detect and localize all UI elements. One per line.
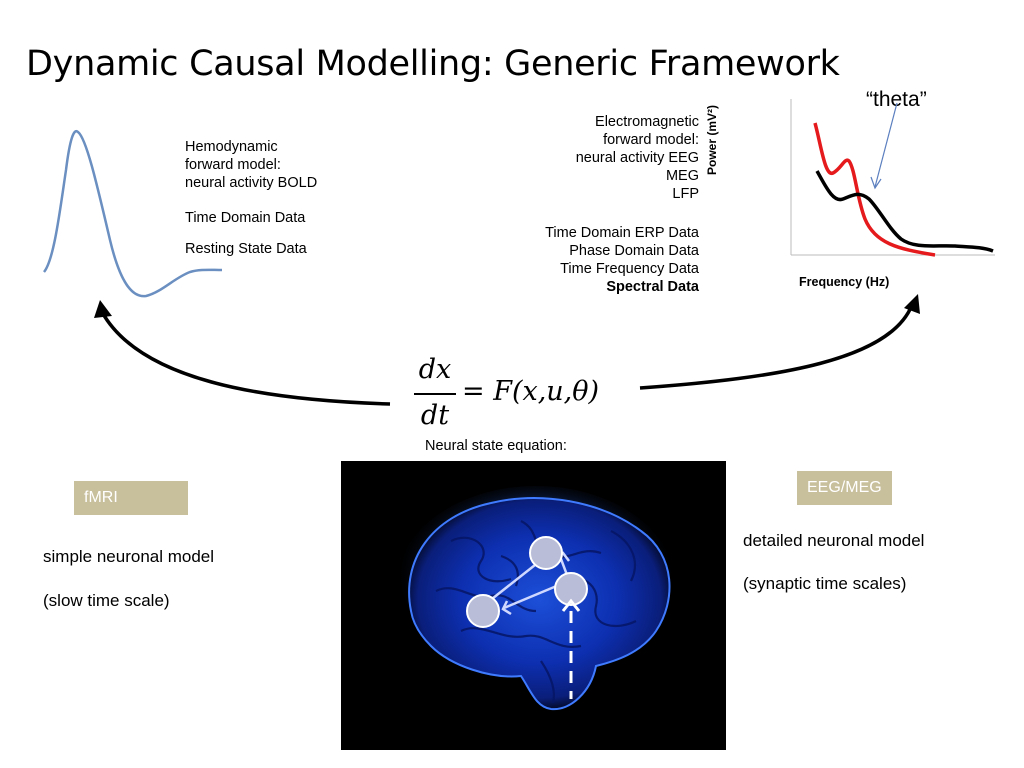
fmri-description-2: (slow time scale) xyxy=(43,591,170,610)
equation-fraction-bar xyxy=(414,393,456,395)
theta-arrowhead xyxy=(870,176,882,190)
spectrum-series-red xyxy=(813,122,936,257)
spectrum-xlabel: Frequency (Hz) xyxy=(799,275,890,289)
eeg-label-box: EEG/MEG xyxy=(797,471,892,505)
brain-network-icon xyxy=(341,461,726,750)
fmri-line-1: Hemodynamic xyxy=(185,139,278,155)
left-curved-arrow xyxy=(100,311,391,406)
eeg-line-3: neural activity EEG xyxy=(575,150,699,166)
network-node-right xyxy=(554,572,588,606)
fmri-data-type-1: Time Domain Data xyxy=(185,210,306,226)
fmri-data-type-2: Resting State Data xyxy=(185,241,307,257)
right-arrowhead xyxy=(904,294,920,314)
page-title: Dynamic Causal Modelling: Generic Framew… xyxy=(26,44,840,84)
spectrum-plot xyxy=(790,99,995,257)
eeg-description-2: (synaptic time scales) xyxy=(743,574,907,593)
eeg-line-2: forward model: xyxy=(603,132,699,148)
network-node-left xyxy=(466,594,500,628)
eeg-line-1: Electromagnetic xyxy=(595,114,699,130)
eeg-data-type-2: Phase Domain Data xyxy=(569,243,699,259)
fmri-line-2: forward model: xyxy=(185,157,281,173)
equation-numerator: dx xyxy=(418,354,452,385)
eeg-data-types: Time Domain ERP Data Phase Domain Data T… xyxy=(460,224,699,296)
eeg-description-1: detailed neuronal model xyxy=(743,531,925,550)
eeg-line-5: LFP xyxy=(672,186,699,202)
network-node-top xyxy=(529,536,563,570)
eeg-data-type-3: Time Frequency Data xyxy=(560,261,699,277)
equation-rhs: = F(x,u,θ) xyxy=(462,376,600,407)
fmri-line-3: neural activity BOLD xyxy=(185,175,318,191)
fmri-description-1: simple neuronal model xyxy=(43,547,215,566)
fmri-forward-model-text: Hemodynamic forward model: neural activi… xyxy=(185,138,317,192)
right-curved-arrow xyxy=(639,304,914,390)
eeg-data-type-bold: Spectral Data xyxy=(606,279,699,295)
theta-arrow xyxy=(874,102,898,188)
left-arrowhead xyxy=(94,300,112,318)
eeg-line-4: MEG xyxy=(665,168,699,184)
theta-annotation: “theta” xyxy=(866,88,927,111)
equation-denominator: dt xyxy=(420,400,450,431)
equation-caption: Neural state equation: xyxy=(425,438,567,454)
fmri-label-box: fMRI xyxy=(74,481,188,515)
eeg-forward-model-text: Electromagnetic forward model: neural ac… xyxy=(480,113,699,203)
bold-response-icon xyxy=(42,129,223,298)
spectrum-series-black xyxy=(815,170,994,253)
eeg-data-type-1: Time Domain ERP Data xyxy=(545,225,699,241)
